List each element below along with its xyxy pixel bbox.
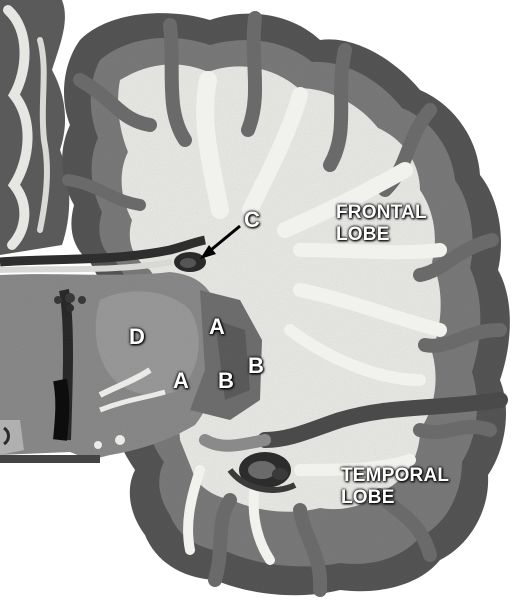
left-hemisphere-fragment [0,0,70,255]
brainstem-block [0,420,100,463]
temporal-lobe-detail [227,452,297,493]
arrow-to-c [200,224,241,259]
temporal-lobe-label: TEMPORAL LOBE [341,465,449,509]
temporal-lobe-label-line2: LOBE [341,487,395,508]
sulci [62,11,508,597]
label-a-lower: A [173,368,189,393]
temporal-lobe-label-line1: TEMPORAL [341,465,450,486]
frontal-lobe-label-line1: FRONTAL [336,202,427,223]
label-d: D [129,324,145,349]
frontal-lobe-label-line2: LOBE [336,224,390,245]
deep-nuclei [0,272,262,460]
frontal-lobe-label: FRONTAL LOBE [336,202,427,246]
label-a-upper: A [209,314,225,339]
label-c: C [244,207,260,232]
corpus-callosum [0,235,206,273]
label-b-upper: B [248,353,264,378]
label-b-lower: B [218,368,234,393]
